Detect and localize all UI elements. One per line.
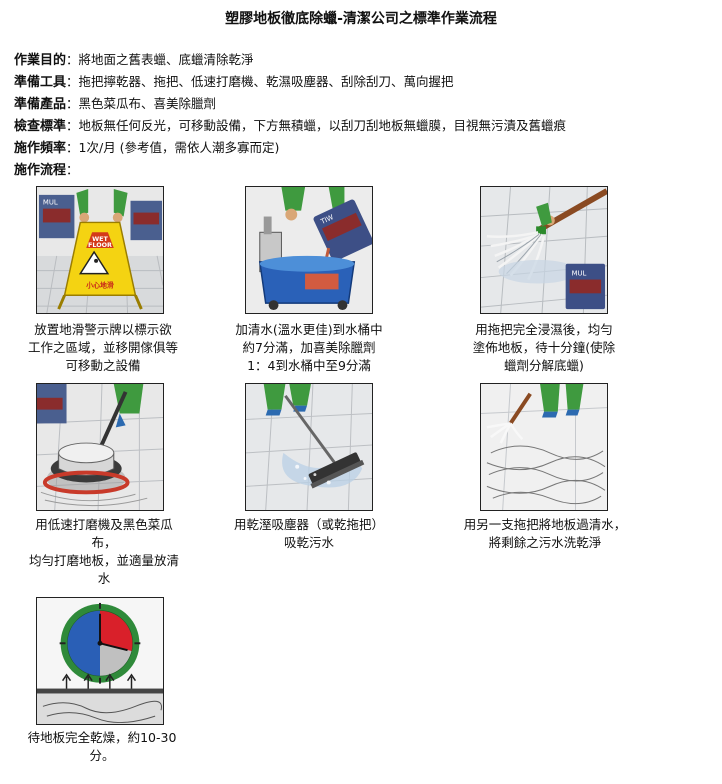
- step-4-caption: 用低速打磨機及黑色菜瓜 布， 均勻打磨地板，並適量放清 水: [28, 517, 179, 586]
- info-row-standard: 檢查標準：地板無任何反光，可移動設備，下方無積蠟，以刮刀刮地板無蠟膜，目視無污漬…: [14, 118, 567, 134]
- step-6-caption: 用另一支拖把將地板過清水， 將剩餘之污水洗乾淨: [463, 517, 627, 550]
- step-1-image: MUL WET FLOOR 小心地滑: [36, 186, 164, 314]
- info-row-tools: 準備工具：拖把擰乾器、拖把、低速打磨機、乾濕吸塵器、刮除刮刀、萬向握把: [14, 74, 454, 90]
- info-row-procedure: 施作流程：: [14, 162, 79, 178]
- step-5-image: [245, 383, 373, 511]
- clock-icon: [37, 598, 163, 724]
- page-title: 塑膠地板徹底除蠟-清潔公司之標準作業流程: [225, 11, 497, 27]
- step-2-image: TIW: [245, 186, 373, 314]
- step-6-image: [480, 383, 608, 511]
- mop-icon: MUL: [481, 187, 607, 313]
- step-3-image: MUL: [480, 186, 608, 314]
- rinse-mop-icon: [481, 384, 607, 510]
- step-7-caption: 待地板完全乾燥，約10-30 分。: [27, 730, 177, 763]
- svg-text:小心地滑: 小心地滑: [86, 280, 114, 289]
- floor-machine-icon: [37, 384, 163, 510]
- step-5-caption: 用乾溼吸塵器（或乾拖把） 吸乾污水: [233, 517, 384, 550]
- step-3-caption: 用拖把完全浸濕後，均勻 塗佈地板，待十分鐘(使除 蠟劑分解底蠟): [472, 322, 616, 373]
- mop-bucket-icon: TIW: [246, 187, 372, 313]
- step-4-image: [36, 383, 164, 511]
- info-row-purpose: 作業目的：將地面之舊表蠟、底蠟清除乾淨: [14, 52, 254, 68]
- info-row-frequency: 施作頻率：1次/月 (參考值，需依人潮多寡而定): [14, 140, 280, 156]
- info-row-products: 準備產品：黑色菜瓜布、喜美除臘劑: [14, 96, 217, 112]
- svg-text:WET: WET: [92, 235, 108, 243]
- step-7-image: [36, 597, 164, 725]
- step-1-caption: 放置地滑警示牌以標示欲 工作之區域，並移開傢俱等 可移動之設備: [27, 322, 178, 373]
- svg-text:MUL: MUL: [572, 270, 587, 278]
- svg-text:MUL: MUL: [43, 199, 58, 207]
- wet-vacuum-icon: [246, 384, 372, 510]
- svg-text:FLOOR: FLOOR: [88, 241, 112, 249]
- info-block: 作業目的：將地面之舊表蠟、底蠟清除乾淨 準備工具：拖把擰乾器、拖把、低速打磨機、…: [14, 49, 714, 181]
- step-2-caption: 加清水(溫水更佳)到水桶中 約7分滿，加喜美除臘劑 1：4到水桶中至9分滿: [235, 322, 383, 373]
- wet-floor-sign-icon: MUL WET FLOOR 小心地滑: [37, 187, 163, 313]
